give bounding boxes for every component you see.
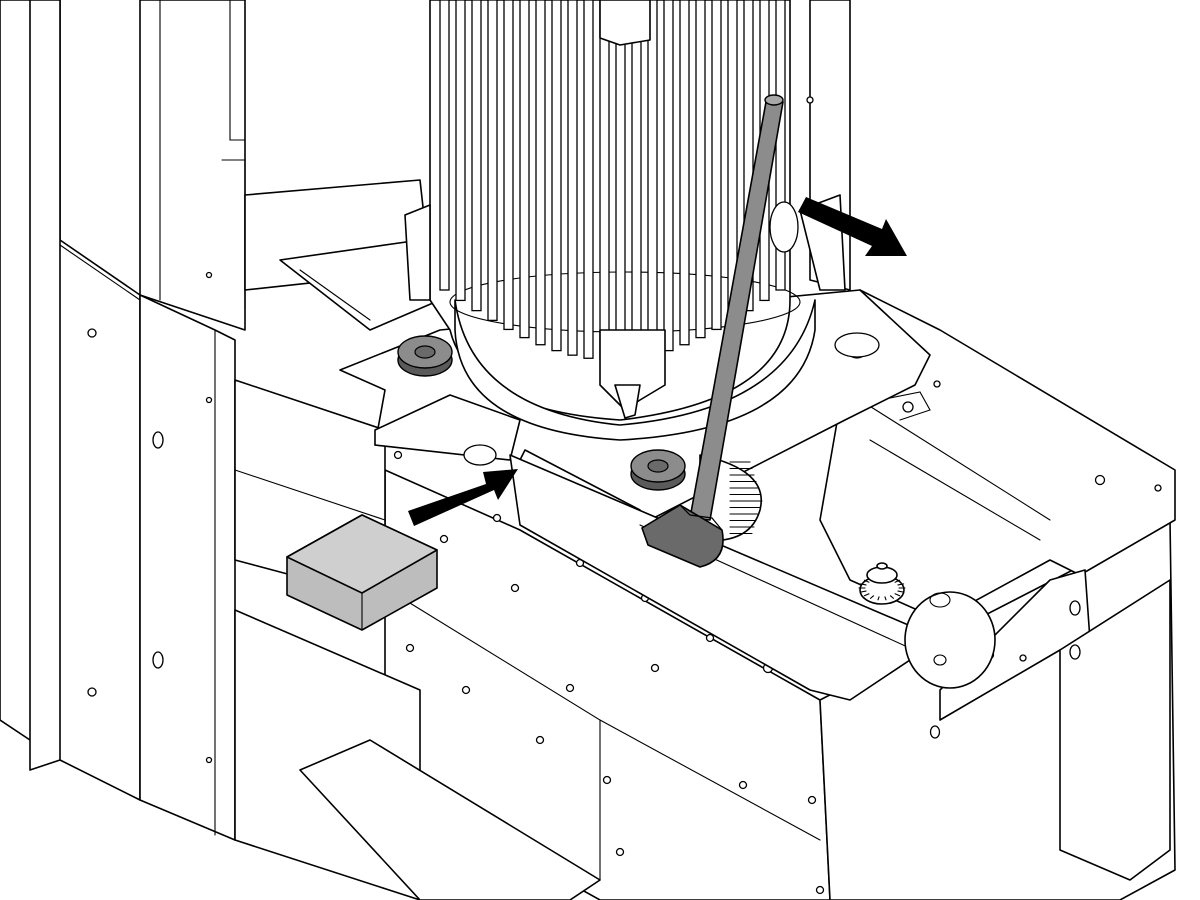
cooling-fin — [519, 0, 530, 339]
knob-tooth — [869, 595, 875, 599]
knob-tooth — [863, 593, 870, 597]
left-frame — [0, 0, 246, 841]
cooling-fin — [487, 0, 498, 322]
cooling-fin — [455, 0, 466, 302]
cooling-fin — [647, 0, 658, 356]
cooling-fins — [439, 0, 786, 361]
cooling-fin — [711, 0, 722, 331]
knob-tooth — [884, 596, 887, 601]
cooling-fin — [615, 0, 626, 361]
knob-tooth — [877, 596, 880, 601]
cooling-fin — [583, 0, 594, 359]
knob-tooth — [897, 590, 905, 593]
cooling-fin — [695, 0, 706, 339]
knob-tooth — [859, 583, 867, 586]
knob-tooth — [897, 583, 905, 586]
spacer-washer-center — [630, 449, 686, 491]
pry-lever-tool — [641, 94, 784, 568]
knob-tooth — [894, 579, 901, 583]
motor — [404, 0, 846, 542]
cooling-fin — [535, 0, 546, 346]
cooling-fin — [567, 0, 578, 356]
arrow-right-up-icon — [408, 469, 518, 526]
arrow-right-down-icon — [798, 197, 907, 256]
tension-knob — [858, 562, 996, 689]
cooling-fin — [599, 0, 610, 361]
cooling-fin — [551, 0, 562, 352]
cooling-fin — [503, 0, 514, 331]
knob-tooth — [889, 595, 895, 599]
cooling-fin — [631, 0, 642, 359]
cooling-fin — [439, 0, 450, 291]
cooling-fin — [679, 0, 690, 346]
cooling-fin — [471, 0, 482, 312]
knob-tooth — [894, 593, 901, 597]
cooling-fin — [663, 0, 674, 352]
knob-tooth — [859, 590, 867, 593]
cooling-fin — [743, 0, 754, 312]
knob-tooth — [863, 579, 870, 583]
pulley-teeth — [729, 461, 763, 535]
pad-block — [286, 514, 438, 631]
spacer-washer-left — [397, 335, 453, 377]
rear-bracket — [244, 0, 851, 331]
